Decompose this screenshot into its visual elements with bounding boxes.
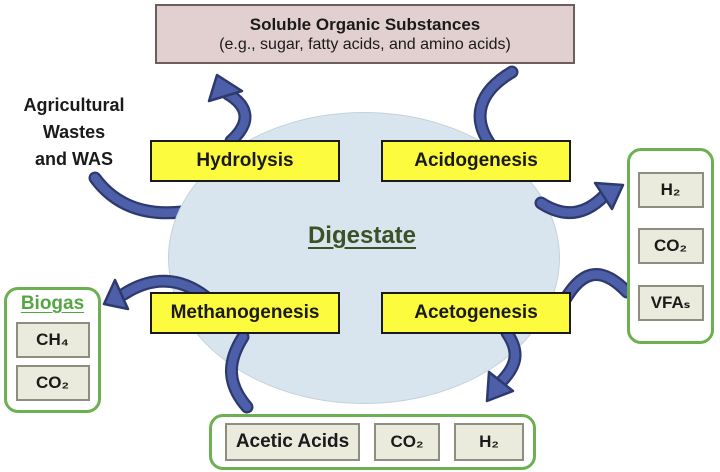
biogas-title: Biogas: [20, 293, 85, 314]
acetic-acids-label: Acetic Acids: [235, 431, 350, 452]
acetogenesis-label: Acetogenesis: [414, 302, 538, 323]
feed-label-line3: and WAS: [34, 149, 113, 169]
process-box-hydrolysis: Hydrolysis: [150, 140, 340, 182]
arrow-soluble-to-acidogenesis: [473, 65, 519, 151]
arrow-methanogenesis-to-biogas: [102, 274, 213, 311]
bottom-co2-label: CO₂: [390, 432, 424, 451]
hydrolysis-label: Hydrolysis: [196, 150, 294, 171]
chem-box-ch4: CH₄: [15, 322, 90, 358]
bottom-h2-label: H₂: [479, 432, 499, 451]
chem-box-biogas-co2: CO₂: [15, 365, 90, 401]
feed-label-line2: Wastes: [42, 122, 106, 142]
process-box-methanogenesis: Methanogenesis: [150, 292, 340, 334]
acetogenesis-products-panel: Acetic Acids CO₂ H₂: [209, 414, 536, 470]
chem-box-h2: H₂: [637, 171, 704, 208]
arrow-acetic-to-methanogenesis: [225, 330, 254, 414]
chem-box-co2: CO₂: [637, 228, 704, 264]
biogas-panel: Biogas CH₄ CO₂: [4, 287, 101, 413]
arrow-hydrolysis-to-soluble: [207, 73, 252, 148]
h2-label: H₂: [660, 179, 681, 199]
acidogenesis-label: Acidogenesis: [414, 150, 538, 171]
arrow-acidogenesis-to-products: [534, 181, 625, 220]
chem-box-acetic-acids: Acetic Acids: [225, 423, 360, 461]
chem-box-bottom-h2: H₂: [454, 423, 524, 461]
soluble-organics-box: Soluble Organic Substances (e.g., sugar,…: [155, 4, 575, 64]
acidogenesis-products-panel: H₂ CO₂ VFAₛ: [627, 148, 714, 344]
arrow-acetogenesis-to-acetic: [485, 326, 522, 403]
process-box-acidogenesis: Acidogenesis: [381, 140, 571, 182]
feed-label-line1: Agricultural: [23, 95, 125, 115]
soluble-organics-subtitle: (e.g., sugar, fatty acids, and amino aci…: [219, 36, 511, 54]
biogas-co2-label: CO₂: [35, 373, 70, 392]
feed-label: Agricultural Wastes and WAS: [0, 92, 148, 173]
digestate-label: Digestate: [307, 222, 417, 249]
process-box-acetogenesis: Acetogenesis: [381, 292, 571, 334]
co2-label: CO₂: [653, 236, 688, 255]
soluble-organics-title: Soluble Organic Substances: [249, 14, 481, 34]
methanogenesis-label: Methanogenesis: [170, 302, 320, 323]
vfas-label: VFAₛ: [650, 292, 691, 312]
chem-box-vfas: VFAₛ: [637, 284, 704, 321]
chem-box-bottom-co2: CO₂: [374, 423, 440, 461]
ch4-label: CH₄: [36, 330, 69, 349]
